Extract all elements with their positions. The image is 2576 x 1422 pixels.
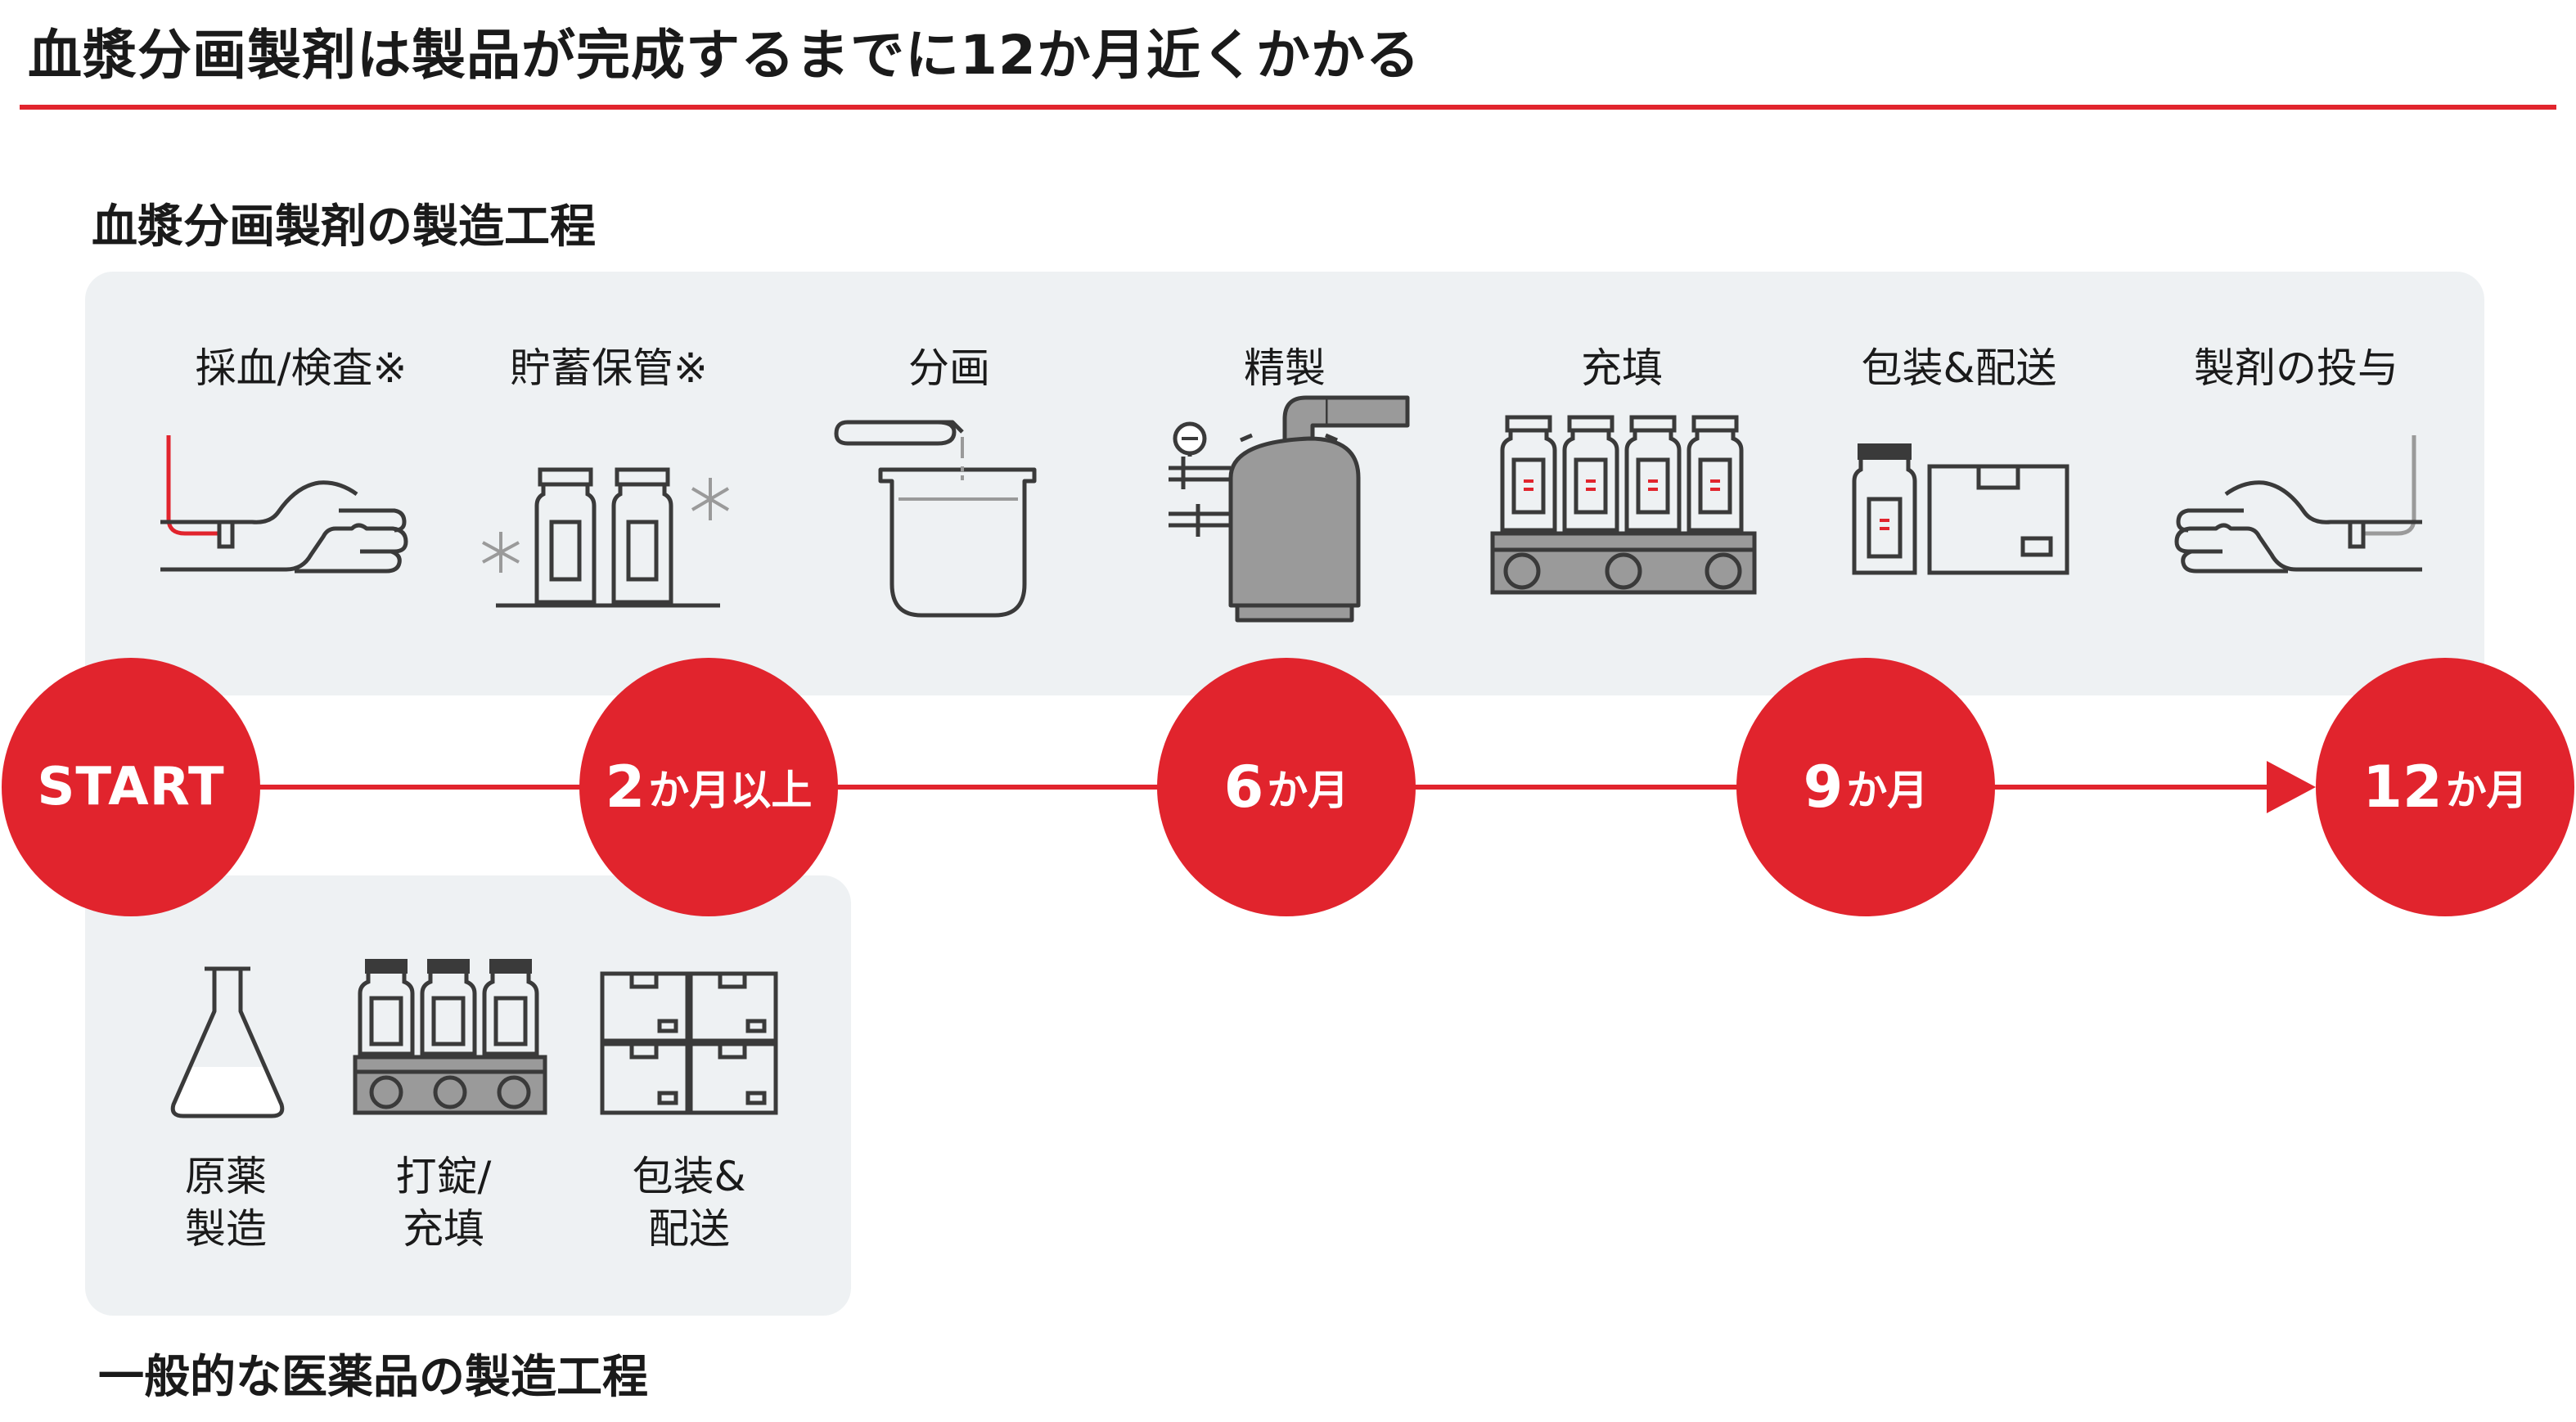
purification-tank-icon <box>1169 395 1410 623</box>
step-label-blood-draw: 採血/検査※ <box>195 344 408 392</box>
step-label-fractionation: 分画 <box>908 344 990 392</box>
milestone-number: 9 <box>1803 754 1844 821</box>
step-label-administration: 製剤の投与 <box>2194 344 2398 392</box>
step-label-filling: 充填 <box>1581 344 1663 392</box>
general-process-label: 一般的な医薬品の製造工程 <box>98 1351 648 1404</box>
milestone-label: START <box>37 757 225 817</box>
arm-infusion-icon <box>2174 435 2422 574</box>
step-label-storage: 貯蓄保管※ <box>510 344 708 392</box>
label-line: 原薬 <box>185 1153 267 1200</box>
milestone-unit: か月 <box>1846 767 1929 814</box>
milestone-number: 6 <box>1223 754 1264 821</box>
stacked-boxes-icon <box>600 971 778 1115</box>
label-line: 製造 <box>185 1205 267 1253</box>
label-line: 打錠/ <box>395 1153 492 1200</box>
page-title: 血漿分画製剤は製品が完成するまでに12か月近くかかる <box>28 24 1421 87</box>
beaker-pour-icon <box>834 420 1037 618</box>
flask-icon <box>170 966 285 1118</box>
general-step-tableting-filling: 打錠/ 充填 <box>345 1150 542 1255</box>
general-step-api-manufacturing: 原薬 製造 <box>128 1150 324 1255</box>
label-line: 配送 <box>648 1205 730 1253</box>
label-line: 充填 <box>403 1205 484 1253</box>
milestone-number: 2 <box>605 754 646 821</box>
timeline-arrowhead <box>2267 761 2316 813</box>
frozen-vials-icon <box>482 467 730 608</box>
title-divider <box>20 105 2556 110</box>
step-label-packaging: 包装&配送 <box>1861 344 2057 392</box>
filling-line-icon <box>353 959 547 1115</box>
general-step-packaging: 包装& 配送 <box>591 1150 787 1255</box>
milestone-start: START <box>2 658 260 916</box>
package-box-icon <box>1852 443 2069 575</box>
plasma-process-label: 血漿分画製剤の製造工程 <box>92 200 596 254</box>
label-line: 包装& <box>632 1153 746 1200</box>
milestone-unit: か月以上 <box>648 767 813 814</box>
filling-line-icon <box>1490 415 1757 595</box>
arm-blood-draw-icon <box>160 435 408 574</box>
step-label-purification: 精製 <box>1244 344 1326 392</box>
milestone-unit: か月 <box>1267 767 1349 814</box>
milestone-number: 12 <box>2362 754 2443 821</box>
milestone-unit: か月 <box>2445 767 2528 814</box>
